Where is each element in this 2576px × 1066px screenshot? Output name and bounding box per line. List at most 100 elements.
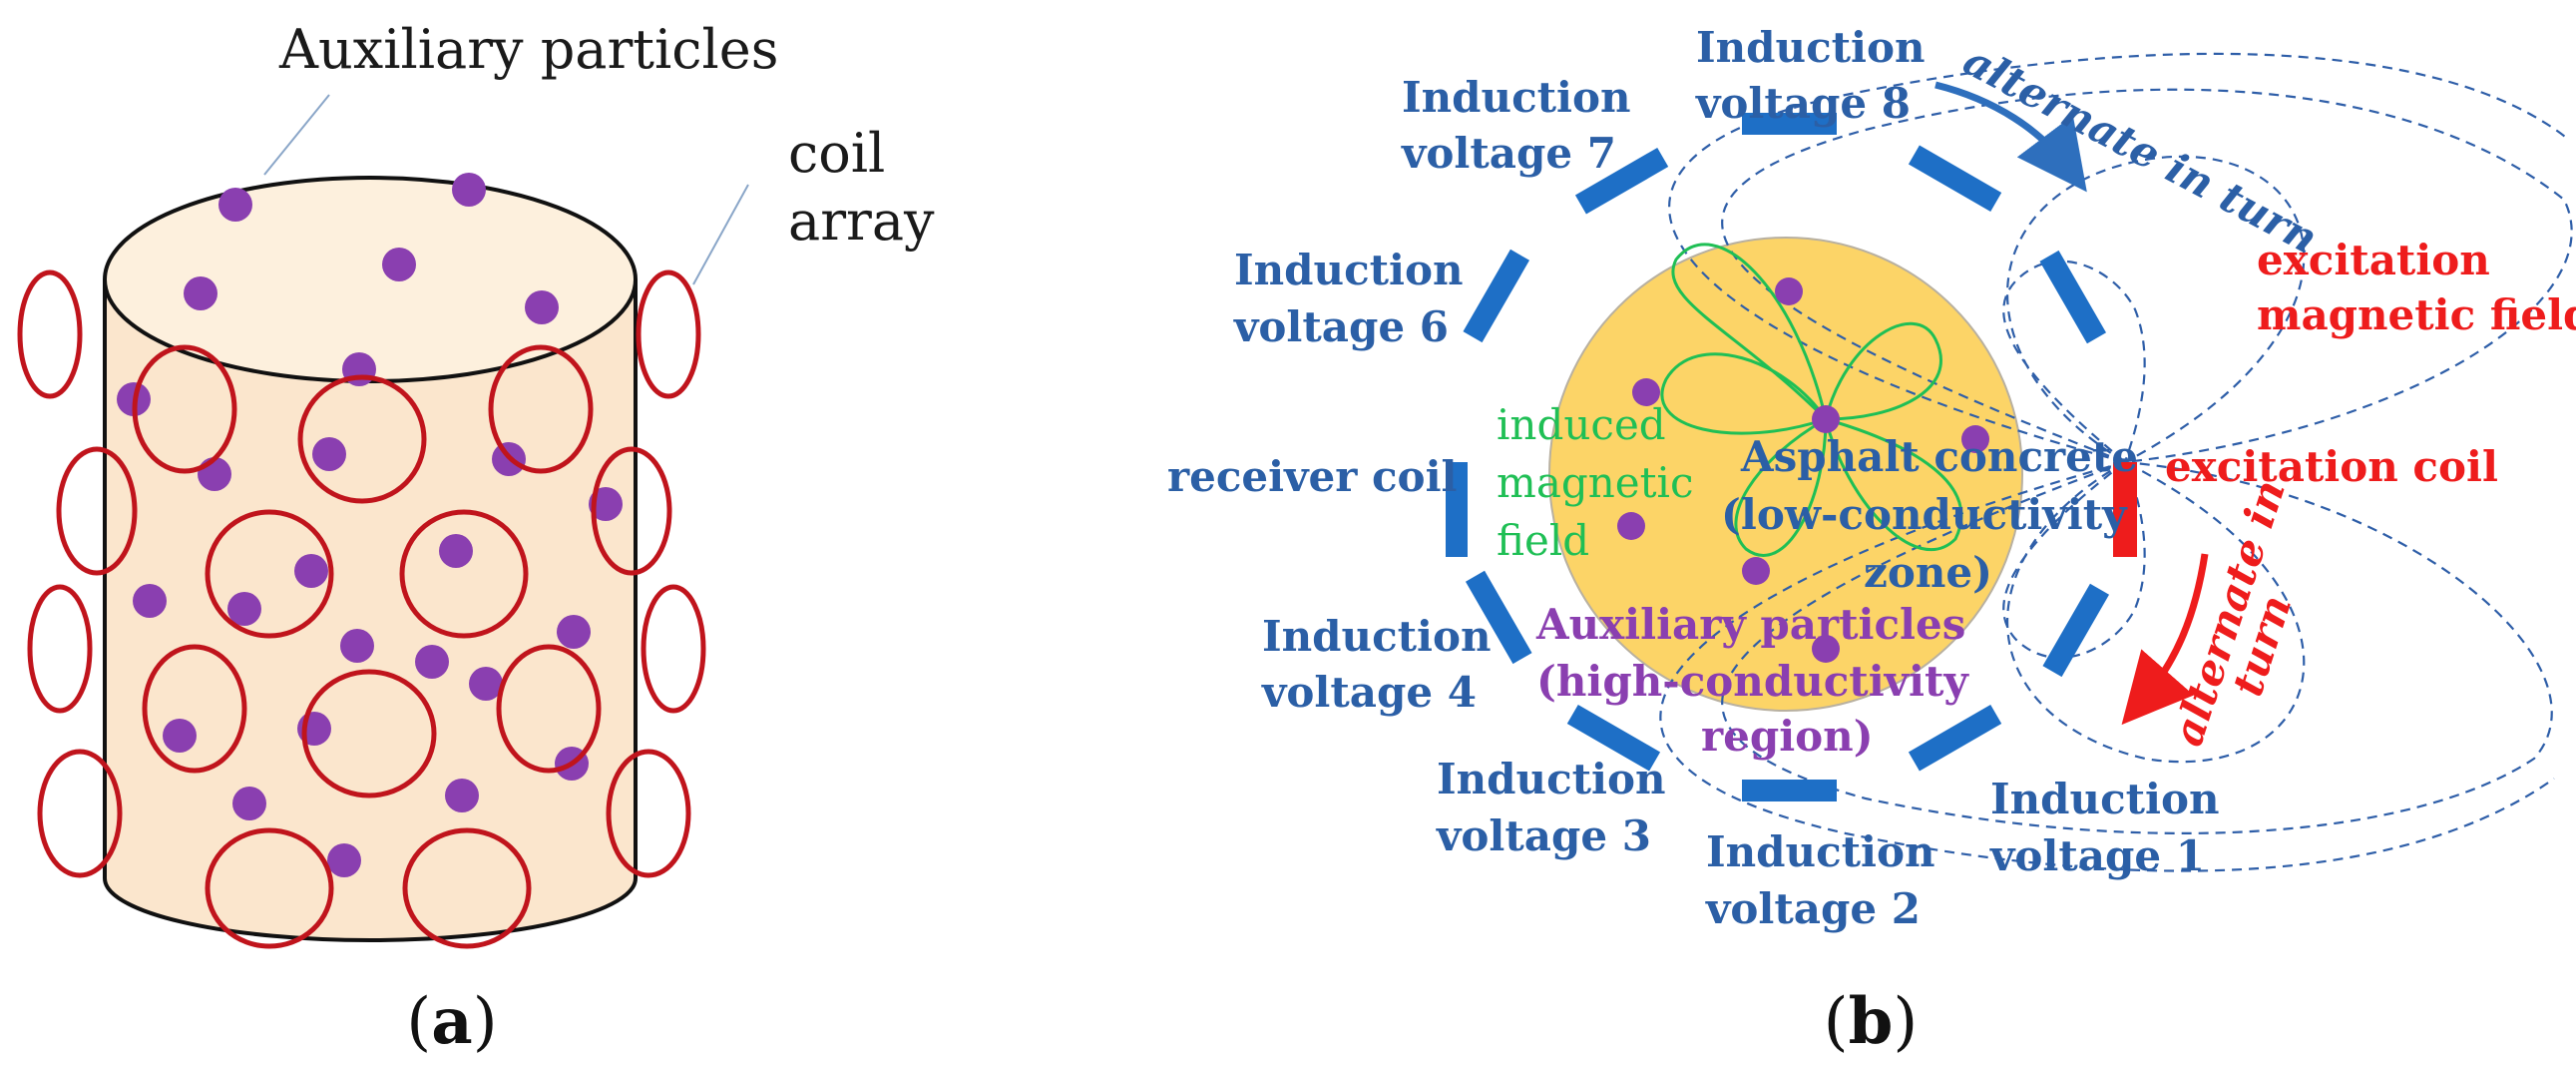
- particle: [525, 290, 559, 324]
- particle: [1617, 512, 1645, 540]
- particle: [232, 787, 266, 820]
- electrode-7-label-line1: Induction: [1402, 73, 1631, 122]
- coil: [142, 644, 247, 774]
- electrode-4: [1465, 570, 1532, 665]
- excitation-field-lines: [1659, 52, 2573, 872]
- induced-field-label-line1: induced: [1497, 400, 1666, 449]
- coil: [402, 827, 532, 949]
- asphalt-label-line1: Asphalt concrete: [1740, 432, 2138, 481]
- electrode-right-upper: [2039, 250, 2107, 344]
- electrode-8: [1742, 113, 1837, 135]
- coil: [205, 509, 334, 639]
- particle: [294, 554, 328, 588]
- particle: [557, 615, 591, 649]
- particle: [1812, 405, 1840, 433]
- coil: [56, 446, 138, 576]
- excitation-coil-electrode: [2113, 462, 2137, 557]
- induced-loop: [1671, 243, 1829, 424]
- particle: [469, 667, 503, 701]
- particle: [415, 645, 449, 679]
- caption-a-letter: a: [431, 984, 472, 1059]
- particle: [184, 276, 217, 310]
- caption-b-close: ): [1893, 985, 1918, 1059]
- electrode-4-label-line2: voltage 4: [1261, 668, 1477, 717]
- field-line: [2002, 260, 2146, 464]
- particle: [327, 843, 361, 877]
- electrode-3: [1566, 704, 1661, 772]
- electrode-2-label-line1: Induction: [1706, 827, 1935, 876]
- particle: [133, 584, 167, 618]
- induced-loop: [1734, 416, 1828, 557]
- panel-a: Auxiliary particles coil array (a): [17, 18, 935, 1059]
- coil: [297, 374, 427, 504]
- aux-particles-label-line1: Auxiliary particles: [1535, 600, 1965, 649]
- receiver-coil-electrode: [1446, 462, 1468, 557]
- particle: [198, 457, 231, 491]
- aux-particles-label-line3: region): [1701, 712, 1874, 761]
- particle: [1775, 277, 1803, 305]
- panel-b: Induction voltage 8 Induction voltage 7 …: [1167, 23, 2576, 1059]
- excitation-field-label-line1: excitation: [2257, 236, 2490, 284]
- coil: [27, 584, 93, 714]
- electrode-top-right: [1908, 145, 2002, 213]
- field-line: [2006, 460, 2306, 764]
- induced-field-loops: [1660, 243, 1963, 557]
- electrode-6-label-line1: Induction: [1234, 246, 1464, 294]
- coil: [37, 749, 123, 878]
- excitation-field-label-line2: magnetic field: [2257, 290, 2576, 339]
- caption-b-open: (: [1824, 985, 1849, 1059]
- particle: [445, 779, 479, 812]
- electrode-3-label-line1: Induction: [1437, 755, 1666, 803]
- coil-leader-line: [692, 184, 749, 285]
- electrode-6: [1463, 249, 1530, 343]
- coil-label-line2: array: [788, 190, 935, 253]
- induced-field-label-line2: magnetic: [1497, 458, 1694, 507]
- coil: [606, 749, 691, 878]
- coil: [205, 827, 334, 949]
- particle: [1632, 378, 1660, 406]
- particle: [340, 629, 374, 663]
- electrode-right-lower: [2042, 583, 2110, 678]
- asphalt-label-line2: (low-conductivity: [1721, 490, 2128, 539]
- electrode-8-label-line2: voltage 8: [1695, 79, 1911, 128]
- field-line: [2006, 155, 2306, 464]
- electrode-2-label-line2: voltage 2: [1705, 884, 1921, 933]
- coil: [591, 446, 672, 576]
- field-line: [1721, 460, 2553, 834]
- electrode-7: [1574, 147, 1669, 215]
- electrode-4-label-line1: Induction: [1262, 612, 1492, 661]
- electrode-ring: [1446, 113, 2110, 801]
- caption-a-close: ): [473, 985, 498, 1059]
- particle: [1742, 557, 1770, 585]
- caption-b-letter: b: [1849, 984, 1894, 1059]
- receiver-coil-label: receiver coil: [1167, 452, 1457, 501]
- particle: [1961, 425, 1989, 453]
- alternate-arrow-right: [2121, 553, 2209, 726]
- coil: [132, 344, 237, 474]
- electrode-2: [1742, 780, 1837, 801]
- induced-field-label-line3: field: [1497, 516, 1589, 565]
- caption-a: (a): [406, 984, 497, 1059]
- electrode-3-label-line2: voltage 3: [1436, 811, 1651, 860]
- coil-array: [17, 269, 706, 949]
- electrode-1-label-line2: voltage 1: [1989, 831, 2205, 880]
- coil: [488, 344, 594, 474]
- particle: [1812, 635, 1840, 663]
- electrode-8-label-line1: Induction: [1696, 23, 1926, 72]
- asphalt-particles: [1617, 277, 1989, 663]
- particle: [312, 437, 346, 471]
- coil: [17, 269, 83, 399]
- coil: [641, 584, 706, 714]
- particle: [218, 188, 252, 222]
- field-line: [1659, 460, 2555, 872]
- aux-particles-label-line2: (high-conductivity: [1536, 657, 1969, 706]
- particle: [382, 248, 416, 281]
- particles-label: Auxiliary particles: [278, 18, 778, 81]
- particle: [439, 534, 473, 568]
- electrode-7-label-line2: voltage 7: [1401, 129, 1616, 178]
- field-line: [2002, 460, 2146, 659]
- particle: [227, 592, 261, 626]
- coil: [399, 509, 529, 639]
- excitation-coil-label: excitation coil: [2165, 442, 2498, 491]
